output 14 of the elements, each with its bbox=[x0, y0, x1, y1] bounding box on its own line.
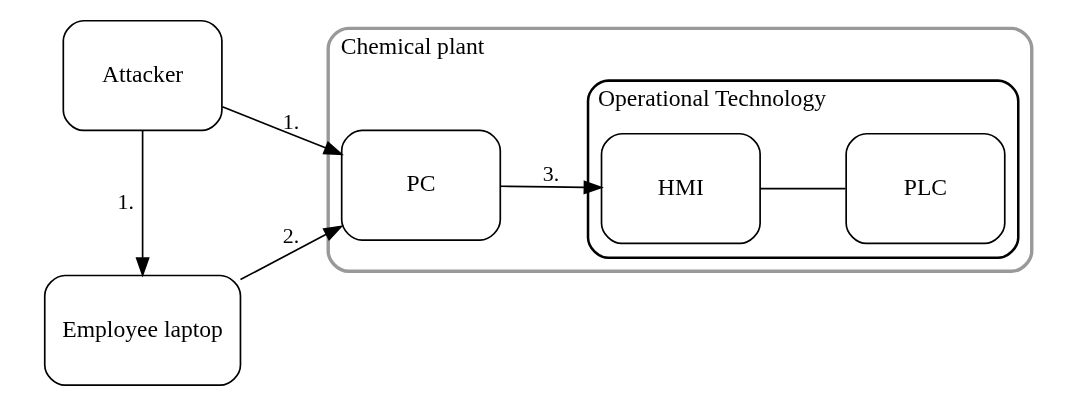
edge-label: 3. bbox=[542, 160, 560, 186]
arrow bbox=[499, 180, 604, 195]
arrow bbox=[135, 129, 150, 278]
edge-label: 2. bbox=[282, 223, 300, 249]
edge-label: 1. bbox=[282, 108, 300, 134]
edge-label: 1. bbox=[117, 188, 134, 214]
connector bbox=[759, 187, 847, 190]
node-box: HMI bbox=[600, 132, 761, 245]
arrow bbox=[239, 225, 344, 281]
node-box: PLC bbox=[845, 132, 1006, 245]
node-box: Attacker bbox=[62, 19, 223, 132]
arrow bbox=[221, 105, 344, 156]
node-box: Employee laptop bbox=[43, 274, 242, 386]
node-box: PC bbox=[340, 129, 502, 241]
